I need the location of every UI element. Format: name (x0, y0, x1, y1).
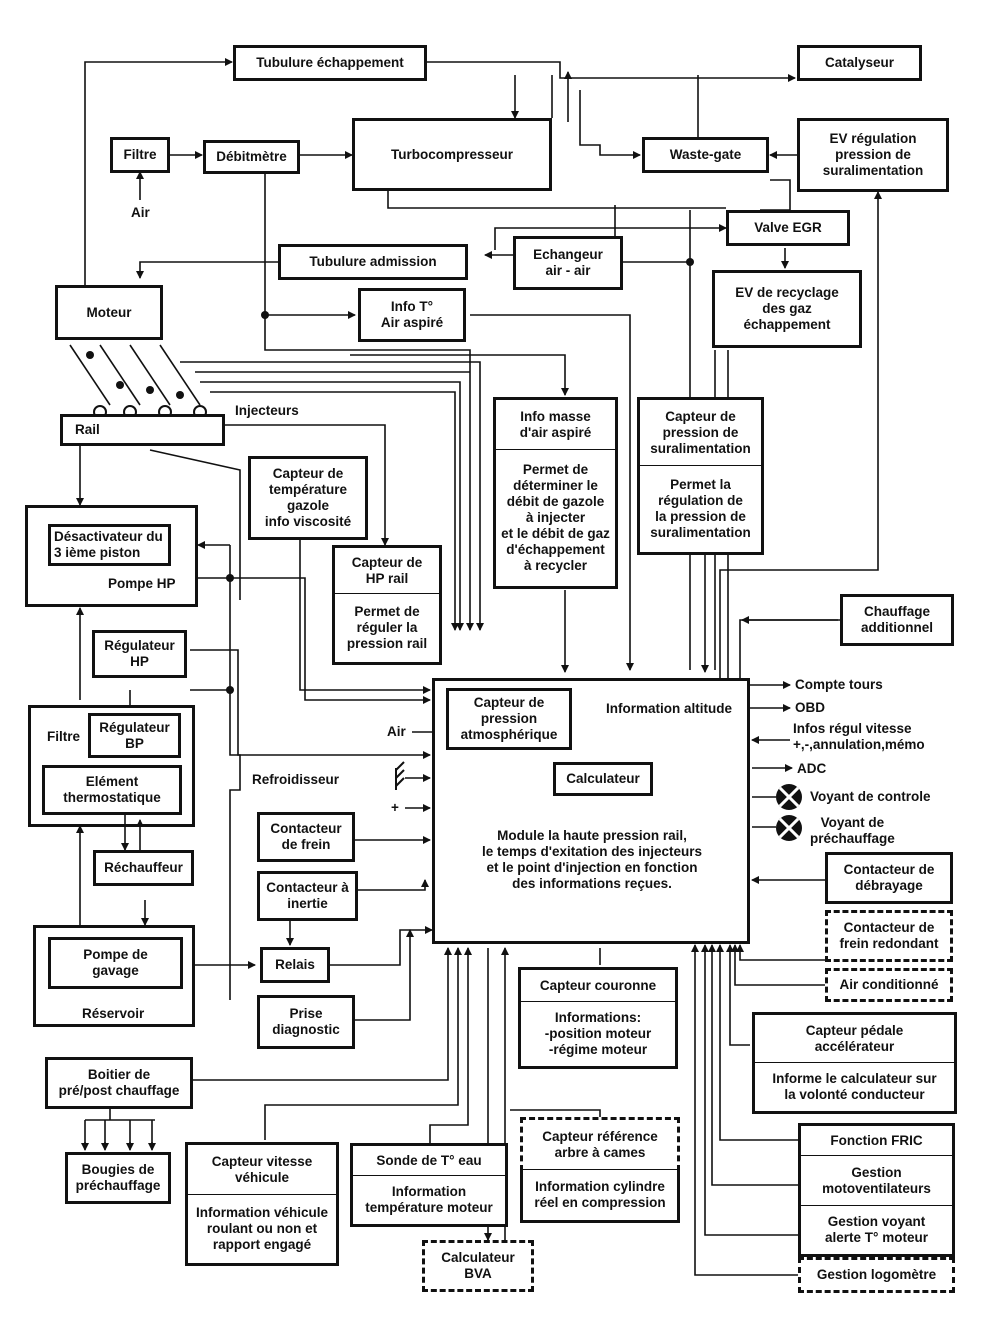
filtre-container (28, 705, 195, 827)
ev-recyclage-box: EV de recyclage des gaz échappement (712, 270, 862, 348)
capteur-pression-atm-box: Capteur de pression atmosphérique (446, 688, 572, 750)
rechauffeur-box: Réchauffeur (93, 850, 194, 886)
information-altitude-label: Information altitude (606, 701, 732, 716)
regulateur-bp-box: Régulateur BP (88, 713, 181, 758)
capteur-ref-arbre-title: Capteur référence arbre à cames (520, 1117, 680, 1171)
air-ecu-label: Air (387, 724, 406, 739)
capteur-vitesse-body: Information véhicule roulant ou non et r… (185, 1194, 339, 1266)
capteur-hp-rail-title: Capteur de HP rail (332, 545, 442, 595)
gestion-voyant-alerte-box: Gestion voyant alerte T° moteur (798, 1205, 955, 1257)
tubulure-admission-box: Tubulure admission (278, 244, 468, 280)
pompe-hp-container (25, 505, 198, 607)
obd-label: OBD (795, 700, 825, 715)
reservoir-container (33, 925, 195, 1027)
voyant-controle-label: Voyant de controle (810, 789, 931, 804)
element-thermo-box: Elément thermostatique (42, 765, 182, 815)
filtre-air-box: Filtre (110, 137, 170, 173)
adc-label: ADC (797, 761, 827, 776)
sonde-temp-eau-title: Sonde de T° eau (350, 1143, 508, 1177)
capteur-couronne-body: Informations: -position moteur -régime m… (518, 1001, 678, 1069)
refroidisseur-label: Refroidisseur (252, 772, 340, 787)
capteur-pedale-title: Capteur pédale accélérateur (752, 1012, 957, 1064)
gestion-motoventilateurs-box: Gestion motoventilateurs (798, 1155, 955, 1207)
bougies-box: Bougies de préchauffage (65, 1152, 171, 1204)
desactivateur-box: Désactivateur du 3 ième piston (48, 524, 171, 566)
capteur-hp-rail-body: Permet de réguler la pression rail (332, 593, 442, 665)
capteur-temp-gazole-box: Capteur de température gazole info visco… (248, 456, 368, 540)
injecteurs-label: Injecteurs (235, 403, 299, 418)
gestion-logometre-box: Gestion logomètre (798, 1257, 955, 1293)
module-text: Module la haute pression rail, le temps … (481, 828, 703, 891)
filtre-bp-label: Filtre (47, 729, 81, 744)
capteur-couronne-title: Capteur couronne (518, 967, 678, 1003)
calculateur-bva-box: Calculateur BVA (422, 1240, 534, 1292)
contacteur-frein-box: Contacteur de frein (257, 812, 355, 862)
air-conditionne-box: Air conditionné (825, 968, 953, 1002)
air-input-label: Air (131, 205, 150, 220)
compte-tours-label: Compte tours (795, 677, 883, 692)
contacteur-frein-redondant-box: Contacteur de frein redondant (825, 910, 953, 962)
info-temp-air-box: Info T° Air aspiré (358, 288, 466, 342)
info-masse-air-body: Permet de déterminer le débit de gazole … (493, 449, 618, 589)
tubulure-echappement-box: Tubulure échappement (233, 45, 427, 81)
relais-box: Relais (260, 947, 330, 983)
catalyseur-box: Catalyseur (797, 45, 922, 81)
waste-gate-box: Waste-gate (642, 137, 769, 173)
contacteur-inertie-box: Contacteur à inertie (257, 871, 358, 921)
voyant-controle-icon (776, 784, 802, 810)
boitier-prechauffage-box: Boitier de pré/post chauffage (45, 1057, 193, 1109)
fonction-fric-box: Fonction FRIC (798, 1123, 955, 1157)
calculateur-box: Calculateur (553, 762, 653, 796)
pompe-gavage-box: Pompe de gavage (48, 937, 183, 989)
contacteur-debrayage-box: Contacteur de débrayage (825, 852, 953, 904)
capteur-vitesse-title: Capteur vitesse véhicule (185, 1142, 339, 1196)
moteur-box: Moteur (55, 285, 163, 340)
debitmetre-box: Débitmètre (203, 140, 300, 174)
voyant-prechauffage-icon (776, 815, 802, 841)
infos-regul-vitesse-label: Infos régul vitesse +,-,annulation,mémo (793, 721, 925, 752)
echangeur-box: Echangeur air - air (513, 236, 623, 290)
chauffage-additionnel-box: Chauffage additionnel (840, 594, 954, 646)
rail-box: Rail (60, 414, 225, 446)
info-masse-air-title: Info masse d'air aspiré (493, 397, 618, 451)
valve-egr-box: Valve EGR (726, 210, 850, 246)
reservoir-label: Réservoir (82, 1006, 145, 1021)
pompe-hp-label: Pompe HP (108, 576, 176, 591)
turbocompresseur-box: Turbocompresseur (352, 118, 552, 191)
capteur-pedale-body: Informe le calculateur sur la volonté co… (752, 1062, 957, 1114)
ev-regulation-box: EV régulation pression de suralimentatio… (797, 118, 949, 192)
sonde-temp-eau-body: Information température moteur (350, 1175, 508, 1227)
capteur-ref-arbre-body: Information cylindre réel en compression (520, 1169, 680, 1223)
plus-sign-label: + (391, 800, 399, 815)
capteur-pression-sural-body: Permet la régulation de la pression de s… (637, 465, 764, 555)
regulateur-hp-box: Régulateur HP (92, 630, 187, 678)
capteur-pression-sural-title: Capteur de pression de suralimentation (637, 397, 764, 467)
prise-diagnostic-box: Prise diagnostic (257, 995, 355, 1049)
voyant-prechauffage-label: Voyant de préchauffage (810, 815, 895, 846)
